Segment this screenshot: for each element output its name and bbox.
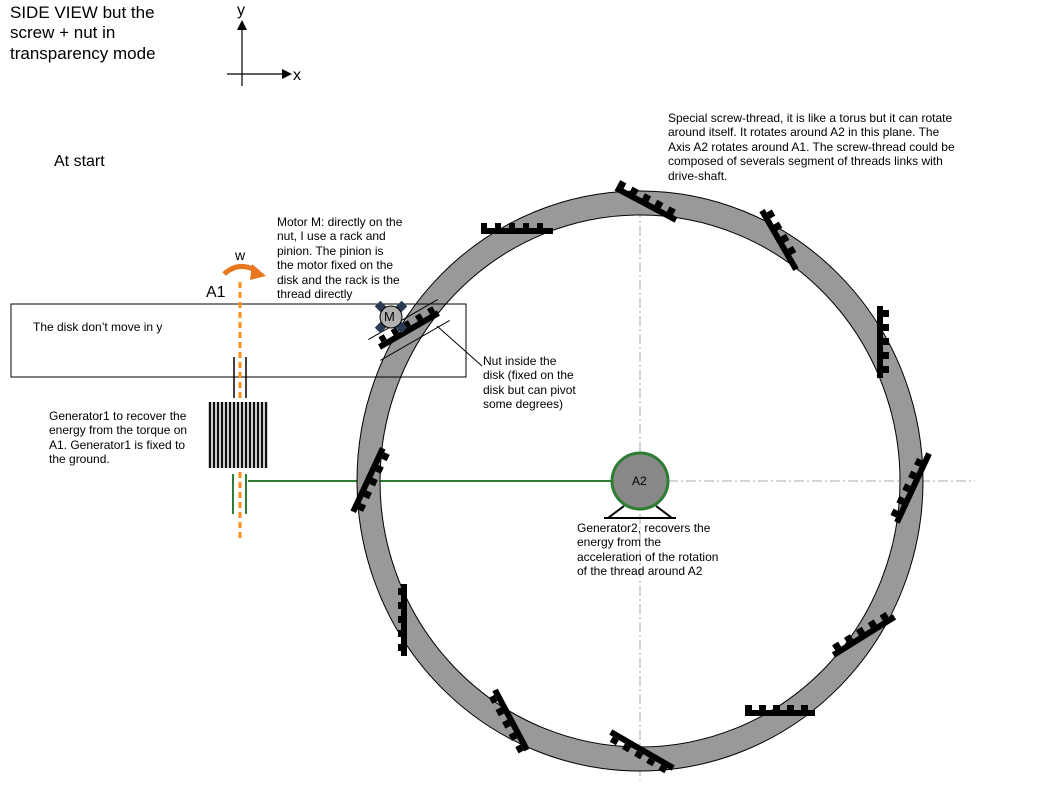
nut-leader-line: [436, 325, 483, 367]
nut-note: Nut inside the disk (fixed on the disk b…: [483, 354, 576, 412]
thread-segment: [609, 729, 675, 774]
thread-segment: [745, 705, 815, 716]
thread-segment: [890, 452, 932, 524]
thread-segment: [614, 180, 678, 223]
thread-segment: [831, 611, 897, 658]
thread-segment: [481, 223, 553, 234]
at-start-label: At start: [54, 153, 105, 170]
disk-note: The disk don’t move in y: [33, 320, 163, 334]
w-label: w: [235, 247, 246, 263]
axis-indicator: [227, 20, 292, 86]
generator1-note: Generator1 to recover the energy from th…: [49, 409, 188, 467]
page-title: SIDE VIEW but the screw + nut in transpa…: [10, 3, 156, 63]
motor-note: Motor M: directly on the nut, I use a ra…: [277, 215, 403, 301]
generator2-note: Generator2, recovers the energy from the…: [577, 521, 719, 579]
curved-arrow-icon: [222, 264, 266, 280]
x-axis-label: x: [293, 67, 301, 84]
thread-segment: [759, 209, 799, 271]
a1-label: A1: [206, 284, 226, 301]
a2-label: A2: [632, 474, 647, 488]
motor-label: M: [384, 309, 395, 324]
thread-segment: [877, 306, 889, 378]
thread-segment: [398, 584, 407, 656]
generator2: [604, 451, 676, 519]
thread-segment: [488, 688, 530, 754]
motor-gear: [374, 300, 408, 334]
generator1: [208, 402, 268, 468]
special-thread-note: Special screw-thread, it is like a torus…: [668, 111, 955, 183]
thread-segment: [350, 447, 390, 513]
y-axis-label: y: [237, 2, 245, 19]
